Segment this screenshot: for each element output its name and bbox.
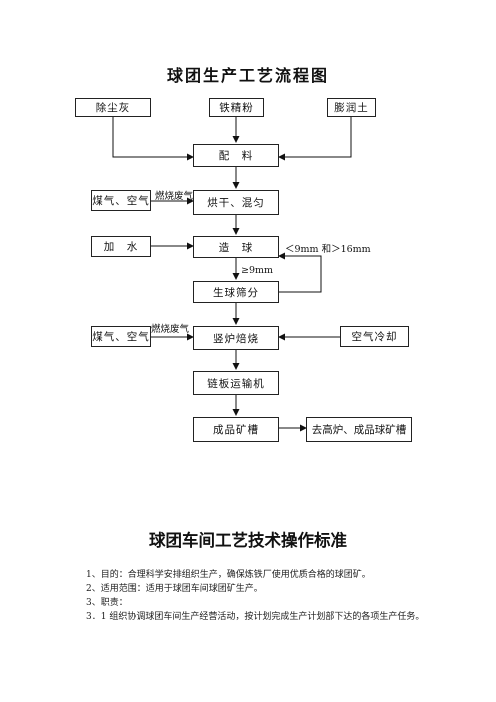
label-exhaust-1: 燃烧废气 xyxy=(155,191,194,202)
label-exhaust-2: 燃烧废气 xyxy=(151,324,190,335)
node-dust: 除尘灰 xyxy=(75,98,151,117)
node-destination: 去高炉、成品球矿槽 xyxy=(306,417,412,442)
node-conveyor: 链板运输机 xyxy=(193,371,279,395)
arrow-dust-to-batching xyxy=(112,117,194,161)
paragraph-responsibility: 3、职责： xyxy=(86,598,128,608)
node-batching: 配 料 xyxy=(193,144,279,167)
arrow-screening-return xyxy=(278,252,322,293)
node-drying-mixing: 烘干、混匀 xyxy=(193,190,279,215)
node-bentonite: 膨润土 xyxy=(327,98,376,117)
flowchart-title: 球团生产工艺流程图 xyxy=(166,66,329,85)
node-air-cooling: 空气冷却 xyxy=(340,326,409,347)
paragraph-3-1: 3．1 组织协调球团车间生产经营活动，按计划完成生产计划部下达的各项生产任务。 xyxy=(86,612,425,622)
document-title: 球团车间工艺技术操作标准 xyxy=(149,531,347,550)
node-green-ball-screening: 生球筛分 xyxy=(193,281,279,303)
node-gas-air-1: 煤气、空气 xyxy=(91,190,151,211)
node-product-tank: 成品矿槽 xyxy=(193,417,279,442)
label-pass-size: ≥9mm xyxy=(241,265,274,276)
label-return-size: ＜9mm 和＞16mm xyxy=(285,244,371,255)
paragraph-scope: 2、适用范围：适用于球团车间球团矿生产。 xyxy=(86,584,263,594)
node-iron-concentrate: 铁精粉 xyxy=(209,98,264,117)
node-gas-air-2: 煤气、空气 xyxy=(91,326,151,347)
node-balling: 造 球 xyxy=(193,236,279,258)
paragraph-purpose: 1、目的：合理科学安排组织生产，确保炼铁厂使用优质合格的球团矿。 xyxy=(86,570,371,580)
arrow-bentonite-to-batching xyxy=(278,117,352,161)
node-shaft-roasting: 竖炉焙烧 xyxy=(193,326,279,350)
node-add-water: 加 水 xyxy=(91,236,151,257)
